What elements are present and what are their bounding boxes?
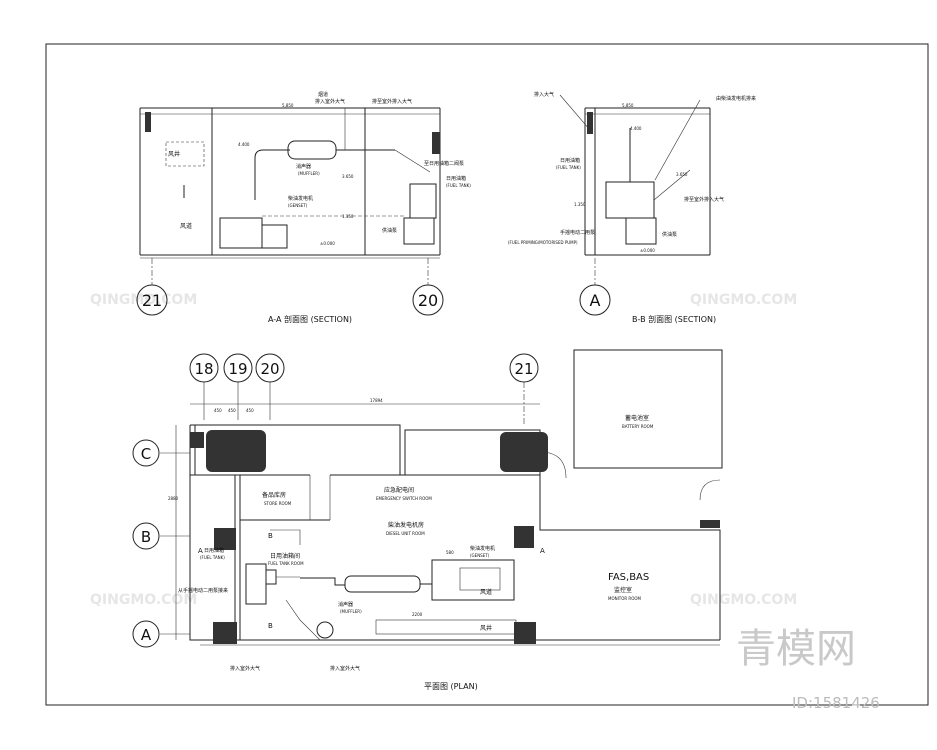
section-cut-marker: A	[198, 547, 203, 555]
muffler	[344, 575, 421, 593]
section-cut-marker: B	[268, 532, 273, 540]
room-label: 日用油箱间	[270, 552, 300, 560]
label-exhaust-out: 排至室外排入大气	[372, 98, 412, 105]
watermark-text: QINGMO.COM	[90, 592, 197, 608]
label-pump-note: 从手摇电动二用泵接来	[178, 587, 228, 594]
axis-label: 21	[142, 291, 162, 310]
dim-label: 2880	[168, 496, 179, 501]
genset	[431, 559, 515, 601]
room-label: STORE ROOM	[264, 501, 292, 506]
battery-room	[573, 349, 723, 469]
section-cut-marker: A	[540, 547, 545, 555]
label-priming-en: (FUEL PRIMING/MOTORISED PUMP)	[508, 240, 578, 245]
section-title: B-B 剖面图 (SECTION)	[632, 314, 716, 324]
axis-label: 20	[418, 291, 438, 310]
label-fuel-tank-cn: 日用油箱	[446, 175, 466, 182]
label-muffler-cn: 消声器	[296, 163, 311, 170]
label-muffler-cn: 消声器	[338, 601, 353, 608]
room-label: 蓄电池室	[625, 414, 649, 422]
axis-label: A	[141, 626, 152, 644]
label-fuel-tank-en: (FUEL TANK)	[446, 183, 471, 188]
elev-label: ±0.000	[320, 241, 335, 246]
label-air-shaft: 风井	[168, 150, 180, 158]
dim-label: 2200	[412, 612, 423, 617]
watermark-layer: QINGMO.COM QINGMO.COM QINGMO.COM QINGMO.…	[90, 292, 797, 608]
watermark-text: QINGMO.COM	[690, 292, 797, 308]
label-pump: 供油泵	[382, 227, 397, 234]
room-label: 应急配电间	[384, 486, 414, 494]
label-genset-cn: 柴油发电机	[470, 545, 495, 552]
axis-label: 20	[260, 360, 279, 378]
label-top-right: 由柴油发电机排来	[716, 95, 756, 102]
watermark-text: QINGMO.COM	[90, 292, 197, 308]
label-right-mid: 排至室外排入大气	[684, 196, 724, 203]
label-genset-en: (GENSET)	[470, 553, 490, 558]
label-exhaust-pipe: 烟道	[318, 91, 328, 98]
id-watermark: ID:1581426	[792, 694, 880, 712]
plan-title: 平面图 (PLAN)	[424, 682, 478, 691]
axis-bubbles-left: C B A	[132, 439, 160, 648]
elev-label: 4.400	[238, 142, 250, 147]
drawing-frame	[45, 43, 929, 706]
room-label: FAS,BAS	[608, 572, 649, 583]
axis-label: C	[141, 445, 151, 463]
label-exhaust: 排入室外大气	[330, 665, 360, 672]
elev-label: 1.350	[574, 202, 586, 207]
label-fuel-tank-cn: 日用油箱	[560, 157, 580, 164]
dim-label: 450	[228, 408, 236, 413]
dim-label: 450	[246, 408, 254, 413]
section-aa: 风井 风道 烟道 排入室外大气 排至室外排入大气 消声器 (MUFFLER) 柴…	[136, 91, 471, 324]
room-label: MONITOR ROOM	[608, 596, 641, 601]
label-aux: 至日用油箱二阀泵	[424, 160, 464, 167]
room-label: EMERGENCY SWITCH ROOM	[376, 496, 432, 501]
watermark-text: QINGMO.COM	[690, 592, 797, 608]
dim-label: 5,850	[282, 103, 294, 108]
axis-label: A	[590, 291, 601, 310]
air-shaft	[206, 430, 266, 472]
elev-label: 3.650	[342, 174, 354, 179]
label-exhaust: 排入大气	[534, 91, 554, 98]
room-label: DIESEL UNIT ROOM	[386, 531, 425, 536]
elev-label: 3.650	[676, 172, 688, 177]
label-genset-en: (GENSET)	[288, 203, 308, 208]
dim-label: 17894	[370, 398, 383, 403]
room-label: 柴油发电机房	[388, 521, 424, 529]
label-muffler-en: (MUFFLER)	[298, 171, 320, 176]
label-exhaust: 排入室外大气	[230, 665, 260, 672]
room-label: 备品库房	[262, 491, 286, 499]
label-fuel-tank-en: (FUEL TANK)	[200, 555, 225, 560]
dim-label: 580	[446, 550, 454, 555]
dim-label: 450	[214, 408, 222, 413]
axis-label: 19	[228, 360, 247, 378]
label-priming-cn: 手摇电动二用泵	[560, 229, 595, 236]
axis-label: 21	[514, 360, 533, 378]
room-label: FUEL TANK ROOM	[268, 561, 304, 566]
air-shaft	[500, 432, 548, 472]
axis-bubbles-top: 18 19 20 21	[189, 353, 539, 383]
label-air-shaft: 风井	[480, 624, 492, 632]
section-cut-marker: B	[268, 622, 273, 630]
section-bb: 排入大气 由柴油发电机排来 日用油箱 (FUEL TANK) 手摇电动二用泵 (…	[508, 91, 756, 324]
room-label: BATTERY ROOM	[622, 424, 654, 429]
section-title: A-A 剖面图 (SECTION)	[268, 314, 352, 324]
plan: 18 19 20 21 C B A 17894 450 450 450 2880	[132, 349, 723, 691]
room-label: 监控室	[614, 586, 632, 594]
elev-label: 4.400	[630, 126, 642, 131]
brand-watermark: 青模网	[736, 626, 856, 672]
dim-label: 5,850	[622, 103, 634, 108]
elev-label: ±0.000	[640, 248, 655, 253]
axis-label: 18	[194, 360, 213, 378]
label-muffler-en: (MUFFLER)	[340, 609, 362, 614]
label-fuel-tank-en: (FUEL TANK)	[556, 165, 581, 170]
axis-label: B	[141, 528, 151, 546]
elev-label: 1.350	[342, 214, 354, 219]
label-genset-cn: 柴油发电机	[288, 195, 313, 202]
label-air-duct: 风道	[180, 222, 192, 230]
label-exhaust-in: 排入室外大气	[315, 98, 345, 105]
label-fuel-tank-cn: 日用油箱	[204, 547, 224, 554]
label-air-duct: 风道	[480, 588, 492, 596]
label-pump: 供油泵	[662, 231, 677, 238]
